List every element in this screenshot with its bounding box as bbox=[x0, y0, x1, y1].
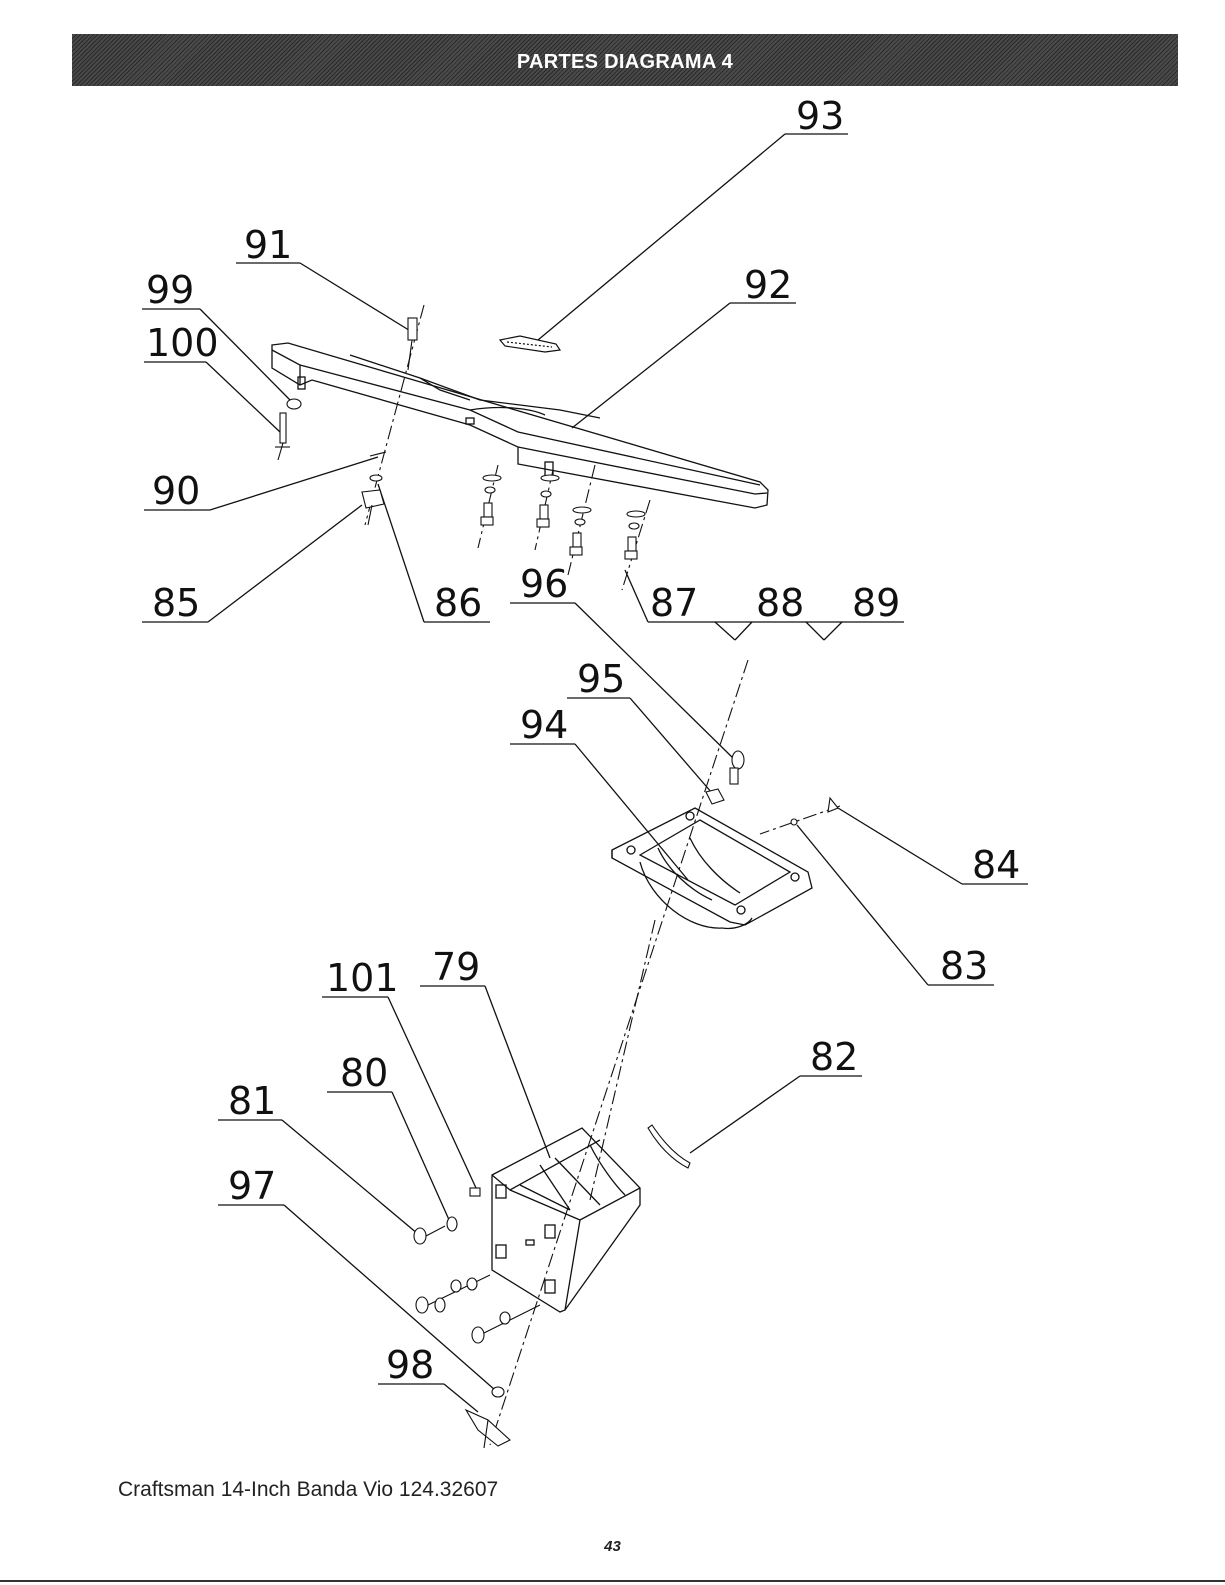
washer-97 bbox=[492, 1387, 504, 1397]
saw-table-part bbox=[272, 343, 768, 508]
callout-99: 99 bbox=[146, 268, 194, 312]
leader-91 bbox=[236, 263, 412, 332]
carriage-bolts bbox=[416, 1275, 540, 1343]
callout-95: 95 bbox=[577, 657, 625, 701]
callout-85: 85 bbox=[152, 581, 200, 625]
washer-99 bbox=[287, 399, 301, 409]
callout-79: 79 bbox=[432, 945, 480, 989]
table-screw-set-3 bbox=[570, 507, 591, 555]
bolt-96 bbox=[730, 751, 744, 784]
centerline-lock-knob bbox=[590, 920, 655, 1200]
leader-93 bbox=[538, 134, 848, 340]
table-insert-part bbox=[500, 336, 560, 352]
footer-caption: Craftsman 14-Inch Banda Vio 124.32607 bbox=[118, 1478, 498, 1502]
table-screw-set-1 bbox=[481, 475, 501, 525]
callout-86: 86 bbox=[434, 581, 482, 625]
table-bolt-91 bbox=[408, 318, 417, 370]
callout-87: 87 bbox=[650, 581, 698, 625]
callout-93: 93 bbox=[796, 94, 844, 138]
nut-85 bbox=[362, 490, 384, 525]
callout-94: 94 bbox=[520, 703, 568, 747]
callout-84: 84 bbox=[972, 843, 1020, 887]
table-screw-set-2 bbox=[537, 475, 559, 527]
bottom-rule bbox=[0, 1580, 1225, 1582]
pointer-84 bbox=[828, 798, 838, 812]
callout-89: 89 bbox=[852, 581, 900, 625]
callout-82: 82 bbox=[810, 1035, 858, 1079]
callout-81: 81 bbox=[228, 1079, 276, 1123]
leader-97 bbox=[218, 1205, 495, 1390]
callout-98: 98 bbox=[386, 1343, 434, 1387]
table-screw-set-4 bbox=[625, 511, 645, 559]
callout-92: 92 bbox=[744, 263, 792, 307]
callout-88: 88 bbox=[756, 581, 804, 625]
lock-knob-98 bbox=[466, 1410, 510, 1448]
callout-83: 83 bbox=[940, 944, 988, 988]
leader-100 bbox=[144, 362, 280, 432]
page-number: 43 bbox=[0, 1538, 1225, 1555]
washer-80 bbox=[447, 1217, 457, 1231]
callout-91: 91 bbox=[244, 223, 292, 267]
leader-79 bbox=[420, 986, 550, 1158]
leader-80 bbox=[327, 1092, 450, 1222]
callout-96: 96 bbox=[520, 562, 568, 606]
leader-94 bbox=[510, 744, 688, 880]
leader-98 bbox=[378, 1384, 478, 1412]
callout-101: 101 bbox=[326, 956, 399, 1000]
scale-82 bbox=[648, 1125, 690, 1168]
callout-90: 90 bbox=[152, 469, 200, 513]
bolt-81 bbox=[414, 1226, 445, 1244]
leader-95 bbox=[567, 698, 712, 793]
pin-95 bbox=[706, 789, 724, 804]
callout-100: 100 bbox=[146, 321, 219, 365]
screw-83 bbox=[791, 819, 797, 825]
callout-97: 97 bbox=[228, 1164, 276, 1208]
pad-101 bbox=[470, 1188, 480, 1196]
leader-82 bbox=[690, 1076, 862, 1153]
callout-80: 80 bbox=[340, 1051, 388, 1095]
trunnion-bracket-part bbox=[492, 1128, 640, 1312]
screw-100 bbox=[275, 413, 290, 460]
leader-92 bbox=[572, 303, 796, 428]
washer-86 bbox=[370, 475, 382, 481]
centerline-trunnion-pin bbox=[490, 660, 748, 1445]
